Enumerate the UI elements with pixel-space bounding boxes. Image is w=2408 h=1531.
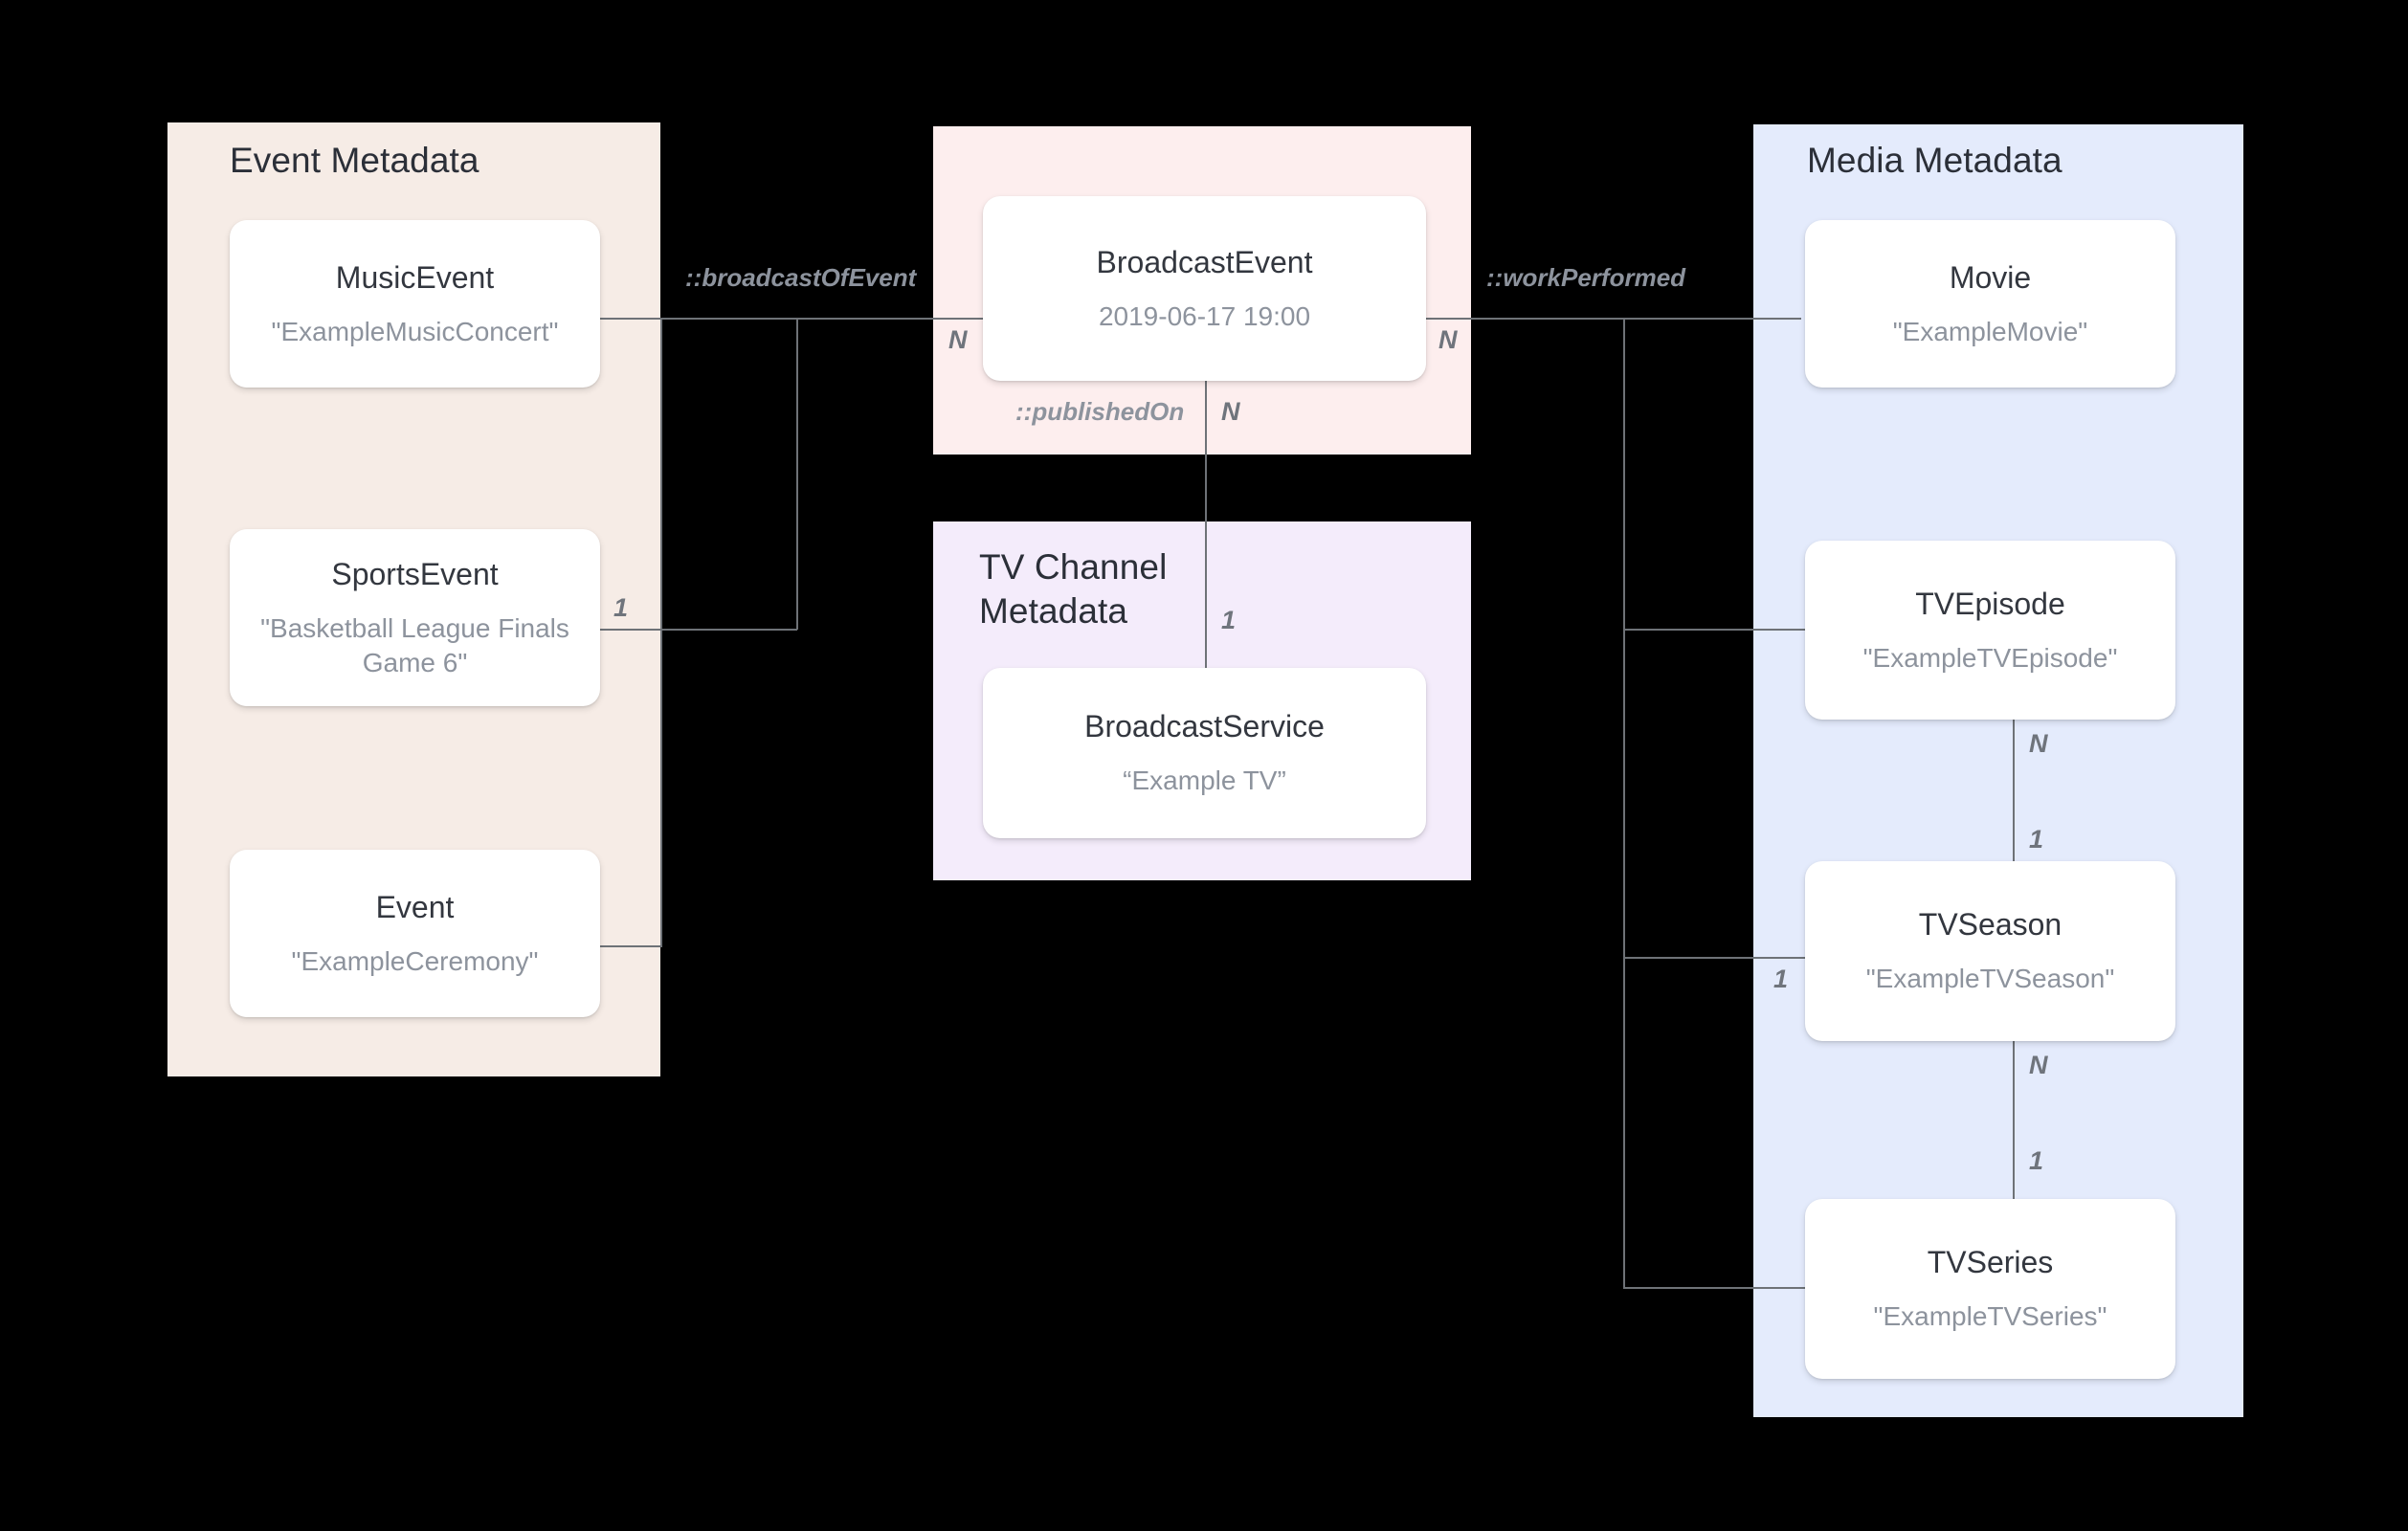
panel-title-tv-channel-metadata: TV Channel Metadata: [979, 547, 1168, 631]
multiplicity-tv-series-top: 1: [2029, 1146, 2044, 1175]
multiplicity-tv-season-left: 1: [1773, 965, 1789, 993]
node-broadcast-event[interactable]: BroadcastEvent 2019-06-17 19:00: [983, 196, 1426, 381]
node-sports-event-value: "Basketball League Finals Game 6": [260, 612, 569, 677]
edge-line-trunk-to-tv-episode: [1623, 629, 1805, 631]
edge-line-sports-to-junction: [598, 629, 797, 631]
node-broadcast-service[interactable]: BroadcastService “Example TV”: [983, 668, 1426, 838]
edge-line-season-to-series: [2013, 1041, 2015, 1223]
node-movie-title: Movie: [1949, 259, 2032, 295]
edge-line-trunk-to-tv-series: [1623, 1287, 1805, 1289]
edge-label-work-performed: ::workPerformed: [1486, 263, 1686, 292]
node-sports-event[interactable]: SportsEvent "Basketball League Finals Ga…: [230, 529, 600, 706]
node-event[interactable]: Event "ExampleCeremony": [230, 850, 600, 1017]
multiplicity-broadcast-event-left: N: [948, 325, 968, 354]
edge-line-published-on: [1205, 381, 1207, 668]
multiplicity-broadcast-event-bottom: N: [1221, 397, 1240, 426]
multiplicity-broadcast-service-top: 1: [1221, 606, 1237, 634]
edge-line-junction-to-broadcast-event: [796, 318, 984, 320]
node-tv-episode[interactable]: TVEpisode "ExampleTVEpisode": [1805, 541, 2175, 720]
edge-line-music-to-junction: [598, 318, 797, 320]
node-tv-season-value: "ExampleTVSeason": [1865, 964, 2115, 993]
node-broadcast-event-title: BroadcastEvent: [1096, 244, 1313, 279]
edge-trunk-media-vertical: [1623, 318, 1625, 1289]
multiplicity-tv-season-bottom: N: [2029, 1051, 2048, 1079]
node-sports-event-title: SportsEvent: [331, 556, 499, 591]
node-event-title: Event: [375, 889, 455, 924]
multiplicity-tv-episode-bottom: N: [2029, 729, 2048, 758]
node-event-value: "ExampleCeremony": [291, 945, 539, 976]
node-tv-series[interactable]: TVSeries "ExampleTVSeries": [1805, 1199, 2175, 1379]
node-tv-episode-title: TVEpisode: [1915, 586, 2065, 621]
node-music-event-value: "ExampleMusicConcert": [271, 316, 559, 346]
edge-label-broadcast-of-event: ::broadcastOfEvent: [685, 263, 917, 292]
node-movie-value: "ExampleMovie": [1892, 316, 2088, 346]
node-tv-episode-value: "ExampleTVEpisode": [1862, 642, 2118, 673]
node-broadcast-service-value: “Example TV”: [1123, 766, 1286, 795]
edge-line-episode-to-season: [2013, 720, 2015, 901]
node-broadcast-event-value: 2019-06-17 19:00: [1098, 300, 1311, 331]
node-tv-season[interactable]: TVSeason "ExampleTVSeason": [1805, 861, 2175, 1041]
node-tv-season-title: TVSeason: [1918, 907, 2062, 942]
edge-trunk-left-vertical: [660, 318, 662, 946]
multiplicity-broadcast-event-right: N: [1438, 325, 1458, 354]
multiplicity-sports-event-out: 1: [613, 593, 629, 622]
panel-title-event-metadata: Event Metadata: [230, 141, 479, 180]
edge-line-event-to-trunk: [598, 945, 662, 947]
edge-trunk-right-vertical: [796, 318, 798, 630]
multiplicity-tv-season-top: 1: [2029, 825, 2044, 854]
panel-title-media-metadata: Media Metadata: [1807, 141, 2062, 180]
edge-label-published-on: ::publishedOn: [1015, 397, 1185, 426]
node-music-event[interactable]: MusicEvent "ExampleMusicConcert": [230, 220, 600, 388]
node-music-event-title: MusicEvent: [335, 259, 495, 295]
node-broadcast-service-title: BroadcastService: [1084, 709, 1325, 743]
edge-line-broadcast-event-to-media: [1426, 318, 1801, 320]
node-movie[interactable]: Movie "ExampleMovie": [1805, 220, 2175, 388]
edge-line-trunk-to-tv-season: [1623, 957, 1805, 959]
node-tv-series-title: TVSeries: [1927, 1245, 2054, 1279]
node-tv-series-value: "ExampleTVSeries": [1873, 1301, 2107, 1331]
